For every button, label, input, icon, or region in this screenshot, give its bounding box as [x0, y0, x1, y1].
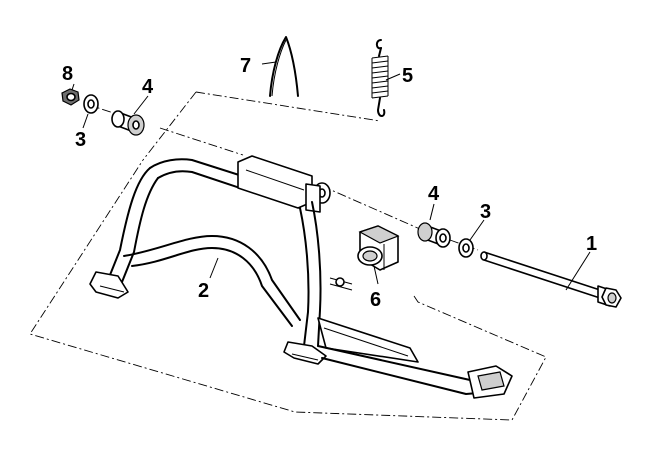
- bushing-left: [111, 110, 145, 136]
- callout-3-left: 3: [75, 129, 86, 151]
- leader-lines: [71, 61, 591, 291]
- callout-4-left: 4: [142, 76, 154, 98]
- pivot-axis-line: [85, 103, 479, 251]
- washer-left: [83, 94, 99, 114]
- main-stand-frame: [89, 155, 513, 399]
- callout-7: 7: [240, 55, 251, 77]
- bushing-right: [417, 222, 451, 248]
- washer-right: [458, 238, 474, 258]
- assembly-boundary: [29, 91, 547, 421]
- rubber-stopper: [357, 225, 400, 271]
- callout-2: 2: [198, 280, 209, 302]
- callout-1: 1: [586, 233, 597, 255]
- callout-8: 8: [62, 63, 73, 85]
- assembly-boundary-left: [142, 91, 197, 161]
- callout-3-right: 3: [480, 201, 491, 223]
- pivot-bolt: [480, 251, 622, 308]
- return-spring: [371, 39, 389, 117]
- callout-6: 6: [370, 289, 381, 311]
- callout-4-right: 4: [428, 183, 440, 205]
- cotter-pin: [269, 36, 299, 97]
- callout-5: 5: [402, 65, 413, 87]
- nut: [61, 88, 80, 106]
